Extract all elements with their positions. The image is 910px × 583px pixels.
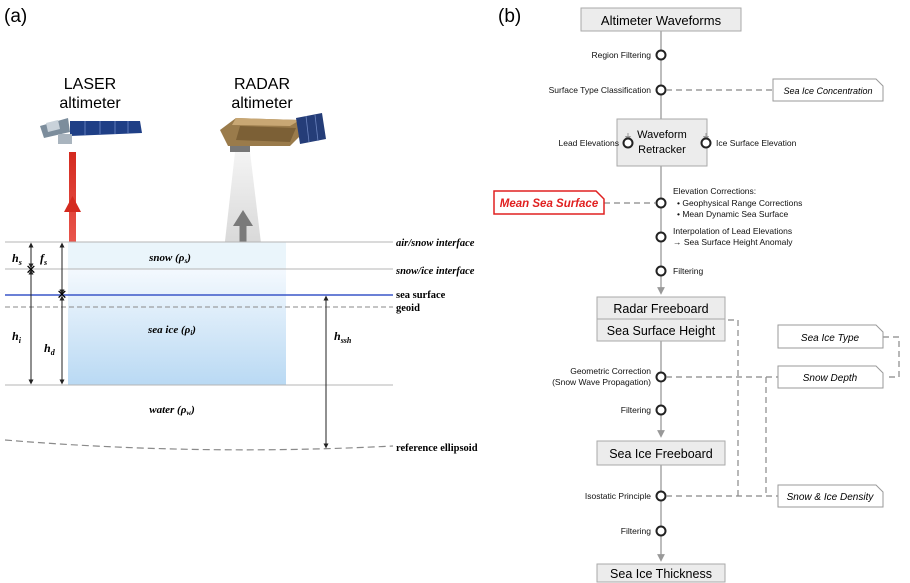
step-elev-bullet-2: • Mean Dynamic Sea Surface xyxy=(677,209,788,219)
step-geo-corr-2: (Snow Wave Propagation) xyxy=(552,377,651,387)
node-ice-surface xyxy=(700,137,712,149)
node-geo-corr xyxy=(655,371,667,383)
laser-satellite-icon xyxy=(40,118,142,144)
air-snow-label: air/snow interface xyxy=(396,238,475,249)
retracker-line1: Waveform xyxy=(637,129,687,141)
step-surface-type: Surface Type Classification xyxy=(549,85,652,95)
snow-layer xyxy=(68,242,286,269)
hi-symbol: hi xyxy=(12,329,22,345)
node-lead xyxy=(622,137,634,149)
box-radar-freeboard: Radar Freeboard xyxy=(596,296,726,320)
panel-b: (b) Altimeter Waveforms Waveform Retrack… xyxy=(493,6,900,583)
ice-label: sea ice (ρi) xyxy=(147,324,196,337)
radar-subtitle: altimeter xyxy=(231,95,293,112)
hs-symbol: hs xyxy=(12,251,22,267)
input-snow-ice-density: Snow & Ice Density xyxy=(777,484,884,508)
panel-b-label: (b) xyxy=(498,6,521,27)
step-interp-2: → Sea Surface Height Anomaly xyxy=(673,237,793,247)
radar-arrowhead xyxy=(233,210,253,226)
cross-mark-1: ✕ xyxy=(26,262,37,277)
input-mss-text: Mean Sea Surface xyxy=(500,198,599,210)
ellipsoid-curve xyxy=(4,439,394,451)
node-filter-3 xyxy=(655,525,667,537)
laser-subtitle: altimeter xyxy=(59,95,121,112)
cross-mark-2: ✕ xyxy=(57,287,68,302)
box-sea-ice-thickness: Sea Ice Thickness xyxy=(596,563,726,583)
step-geo-corr-1: Geometric Correction xyxy=(570,366,651,376)
snow-label: snow (ρs) xyxy=(148,252,191,265)
step-lead-elevations: Lead Elevations xyxy=(559,138,620,148)
node-elev-corr xyxy=(655,197,667,209)
step-filtering-3: Filtering xyxy=(621,526,652,536)
snow-ice-label: snow/ice interface xyxy=(395,266,475,277)
radar-satellite-icon xyxy=(220,113,326,152)
box-altimeter-waveforms-text: Altimeter Waveforms xyxy=(601,13,722,28)
step-ice-surface-elevation: Ice Surface Elevation xyxy=(716,138,797,148)
laser-arrowhead xyxy=(64,196,81,212)
flow-nodes xyxy=(622,49,712,537)
input-sea-ice-concentration: Sea Ice Concentration xyxy=(772,78,884,102)
radar-freeboard-text: Radar Freeboard xyxy=(613,302,708,316)
box-sea-surface-height: Sea Surface Height xyxy=(596,318,726,342)
sea-surface-label: sea surface xyxy=(396,290,446,301)
node-filter-1 xyxy=(655,265,667,277)
link-type-depth xyxy=(883,336,900,378)
node-filter-2 xyxy=(655,404,667,416)
hssh-symbol: hssh xyxy=(334,329,352,345)
node-surface-type xyxy=(655,84,667,96)
step-elev-corrections: Elevation Corrections: xyxy=(673,186,756,196)
radar-title: RADAR xyxy=(234,76,290,93)
geoid-label: geoid xyxy=(396,303,420,314)
input-mean-sea-surface: Mean Sea Surface xyxy=(493,190,605,215)
input-concentration-text: Sea Ice Concentration xyxy=(783,86,872,96)
link-density-up xyxy=(725,319,739,496)
panel-a: (a) LASER altimeter RADAR altimeter xyxy=(4,6,478,454)
hd-symbol: hd xyxy=(44,341,56,357)
input-sea-ice-type: Sea Ice Type xyxy=(777,324,884,349)
input-type-text: Sea Ice Type xyxy=(801,333,860,344)
step-filtering-2: Filtering xyxy=(621,405,652,415)
fs-symbol: fs xyxy=(40,251,47,267)
ice-layer xyxy=(68,269,286,385)
input-density-text: Snow & Ice Density xyxy=(787,492,875,503)
ssh-text: Sea Surface Height xyxy=(607,324,716,338)
node-interp xyxy=(655,231,667,243)
water-label: water (ρw) xyxy=(149,404,194,417)
input-depth-text: Snow Depth xyxy=(803,373,858,384)
input-snow-depth: Snow Depth xyxy=(777,365,884,389)
laser-title: LASER xyxy=(64,76,116,93)
step-elev-bullet-1: • Geophysical Range Corrections xyxy=(677,198,802,208)
sea-ice-thickness-text: Sea Ice Thickness xyxy=(610,567,712,581)
node-isostatic xyxy=(655,490,667,502)
ellipsoid-label: reference ellipsoid xyxy=(396,443,478,454)
step-isostatic: Isostatic Principle xyxy=(585,491,651,501)
node-region xyxy=(655,49,667,61)
box-altimeter-waveforms: Altimeter Waveforms xyxy=(580,7,742,32)
step-interp-1: Interpolation of Lead Elevations xyxy=(673,226,792,236)
step-region-filtering: Region Filtering xyxy=(591,50,651,60)
retracker-line2: Retracker xyxy=(638,144,686,156)
sea-ice-freeboard-text: Sea Ice Freeboard xyxy=(609,447,713,461)
step-filtering-1: Filtering xyxy=(673,266,704,276)
box-sea-ice-freeboard: Sea Ice Freeboard xyxy=(596,440,726,466)
panel-a-label: (a) xyxy=(4,6,27,27)
